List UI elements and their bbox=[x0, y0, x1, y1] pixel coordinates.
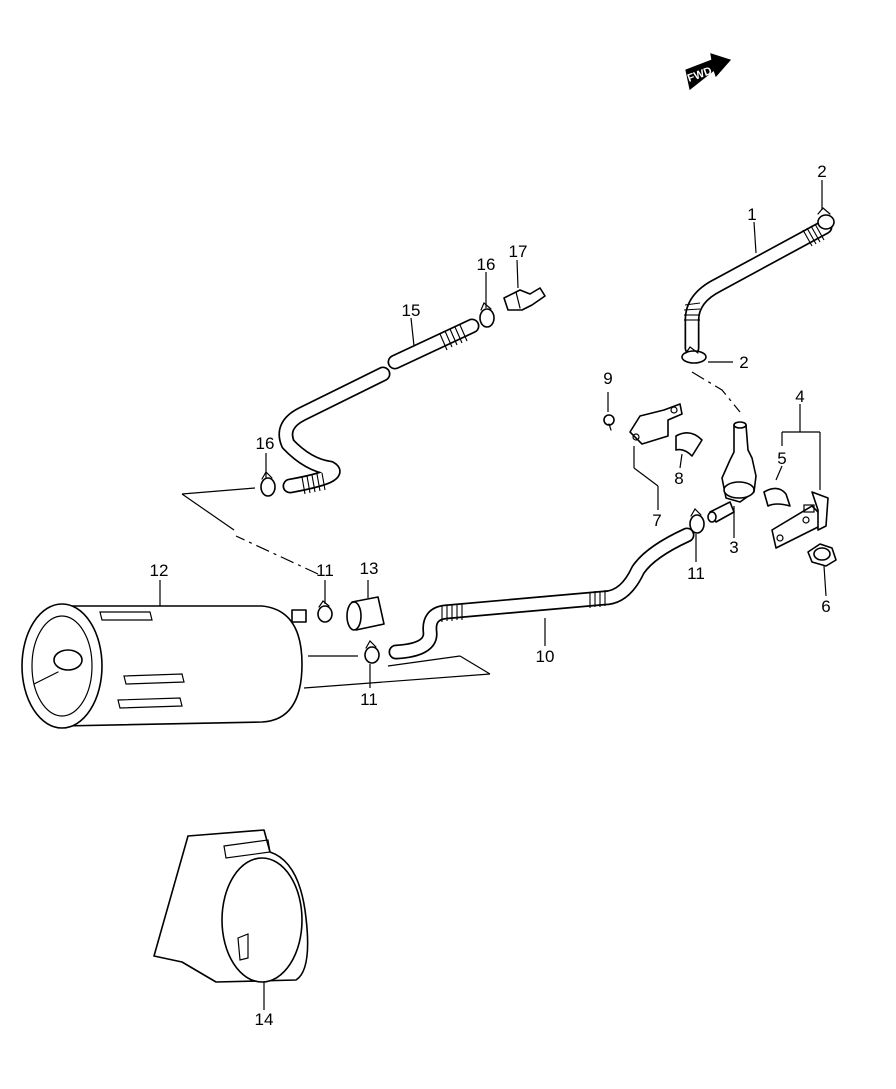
callout-9: 9 bbox=[603, 369, 612, 388]
callout-4: 4 bbox=[795, 387, 804, 406]
part-2-clamp-top bbox=[817, 207, 835, 230]
callout-6: 6 bbox=[821, 597, 830, 616]
part-11-clamp-right bbox=[689, 508, 705, 534]
leader-lines bbox=[159, 180, 827, 1010]
callout-5: 5 bbox=[777, 449, 786, 468]
callout-2: 2 bbox=[739, 353, 748, 372]
callout-17: 17 bbox=[509, 242, 528, 261]
part-9-screw bbox=[603, 414, 615, 431]
part-4-bracket bbox=[771, 491, 829, 549]
part-2-clamp-bottom bbox=[681, 346, 707, 364]
part-11-clamp-lower bbox=[364, 640, 380, 664]
callout-11: 11 bbox=[360, 690, 378, 709]
callout-10: 10 bbox=[536, 647, 555, 666]
callout-14: 14 bbox=[255, 1010, 274, 1029]
callout-15: 15 bbox=[402, 301, 421, 320]
part-16-clamp-top bbox=[479, 302, 495, 328]
callout-16: 16 bbox=[256, 434, 275, 453]
part-5-cushion bbox=[763, 487, 791, 507]
part-1-hose bbox=[683, 219, 833, 356]
part-8-rubber bbox=[675, 432, 703, 457]
part-12-canister bbox=[21, 603, 307, 729]
callout-8: 8 bbox=[674, 469, 683, 488]
fwd-badge: FWD bbox=[685, 53, 732, 91]
part-3-valve bbox=[707, 421, 757, 523]
part-13-joint bbox=[346, 596, 385, 631]
callout-12: 12 bbox=[150, 561, 169, 580]
connection-lines bbox=[181, 371, 741, 689]
part-10-hose bbox=[388, 527, 695, 660]
callout-1: 1 bbox=[747, 205, 756, 224]
callout-16: 16 bbox=[477, 255, 496, 274]
part-6-bolt bbox=[807, 543, 837, 567]
callout-11: 11 bbox=[687, 564, 705, 583]
part-7-bracket bbox=[629, 403, 683, 445]
callouts: 1 2 2 3 4 5 6 7 8 9 10 11 11 11 12 13 14… bbox=[150, 162, 831, 1029]
part-17-fitting bbox=[503, 287, 546, 311]
callout-7: 7 bbox=[652, 511, 661, 530]
callout-2: 2 bbox=[817, 162, 826, 181]
callout-3: 3 bbox=[729, 538, 738, 557]
part-15-hose bbox=[278, 318, 480, 495]
part-11-clamp-middle bbox=[317, 600, 333, 623]
callout-13: 13 bbox=[360, 559, 379, 578]
part-16-clamp-bottom bbox=[260, 471, 276, 497]
part-14-holder bbox=[153, 829, 309, 983]
callout-11: 11 bbox=[316, 561, 334, 580]
forward-arrow-icon bbox=[685, 53, 732, 91]
